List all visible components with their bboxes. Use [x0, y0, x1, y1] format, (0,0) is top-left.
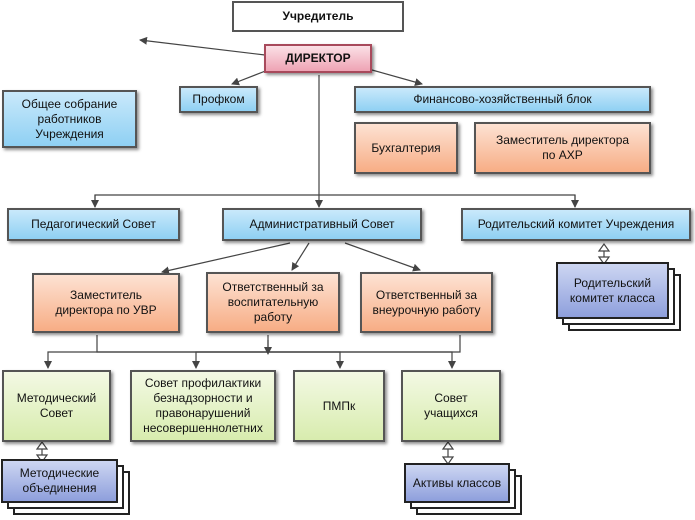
accounting-box: Бухгалтерия — [354, 122, 458, 174]
edge-director-general-meeting — [139, 36, 266, 56]
edge-deputies-bracket — [96, 335, 461, 353]
class-activists-stack: Активы классов — [404, 463, 526, 518]
pmpk-label: ПМПк — [322, 398, 356, 413]
prevention-council-box: Совет профилактики безнадзорности и прав… — [130, 370, 276, 442]
methodical-council-box: Методический Совет — [2, 370, 111, 442]
edge-methodical-assoc-head-bottom — [35, 454, 49, 464]
finance-block-box: Финансово-хозяйственный блок — [354, 86, 651, 113]
pmpk-box: ПМПк — [293, 370, 385, 442]
parent-committee-label: Родительский комитет Учреждения — [477, 217, 675, 231]
edge-to-methodical — [44, 351, 268, 369]
accounting-label: Бухгалтерия — [371, 140, 441, 155]
responsible-extracurricular-box: Ответственный за внеурочную работу — [360, 272, 493, 333]
methodical-associations-label: Методические объединения — [19, 466, 100, 495]
class-parent-committee-box: Родительский комитет класса — [556, 262, 669, 319]
director-box: ДИРЕКТОР — [264, 44, 372, 73]
edge-to-prevention — [192, 351, 268, 369]
student-council-label: Совет учащихся — [424, 391, 478, 420]
general-meeting-box: Общее собрание работников Учреждения — [2, 90, 137, 148]
edge-parent-class-head-top — [597, 242, 611, 252]
pedagogical-council-label: Педагогический Совет — [31, 217, 156, 231]
pedagogical-council-box: Педагогический Совет — [7, 208, 180, 241]
deputy-uvr-box: Заместитель директора по УВР — [32, 273, 180, 333]
edge-council-branch — [94, 194, 576, 207]
founder-label: Учредитель — [282, 9, 354, 23]
trade-union-label: Профком — [192, 92, 245, 106]
edge-student-activists-head-bottom — [441, 456, 455, 466]
finance-block-label: Финансово-хозяйственный блок — [413, 92, 592, 106]
parent-committee-box: Родительский комитет Учреждения — [461, 208, 691, 241]
edge-admin-education — [291, 242, 310, 271]
administrative-council-label: Административный Совет — [249, 217, 395, 231]
edge-director-finance — [371, 69, 423, 86]
prevention-council-label: Совет профилактики безнадзорности и прав… — [143, 376, 263, 435]
student-council-box: Совет учащихся — [401, 370, 501, 442]
edge-methodical-assoc-head-top — [35, 440, 49, 450]
responsible-extracurricular-label: Ответственный за внеурочную работу — [372, 287, 481, 317]
methodical-council-label: Методический Совет — [16, 391, 97, 420]
administrative-council-box: Административный Совет — [222, 208, 422, 241]
deputy-ahr-box: Заместитель директора по АХР — [474, 122, 651, 174]
methodical-associations-box: Методические объединения — [1, 459, 118, 503]
class-activists-label: Активы классов — [412, 475, 502, 490]
class-parent-committee-stack: Родительский комитет класса — [556, 262, 686, 332]
responsible-education-box: Ответственный за воспитательную работу — [206, 272, 340, 333]
trade-union-box: Профком — [179, 86, 258, 113]
edge-director-trade-union — [231, 69, 269, 86]
edge-to-student — [268, 351, 456, 369]
founder-box: Учредитель — [232, 1, 404, 32]
class-activists-box: Активы классов — [404, 463, 510, 503]
methodical-associations-stack: Методические объединения — [1, 459, 133, 518]
edge-student-activists-head-top — [441, 440, 455, 450]
edge-parent-class-head-bottom — [597, 256, 611, 266]
class-parent-committee-label: Родительский комитет класса — [569, 275, 656, 305]
general-meeting-label: Общее собрание работников Учреждения — [21, 96, 118, 141]
responsible-education-label: Ответственный за воспитательную работу — [222, 280, 324, 324]
director-label: ДИРЕКТОР — [285, 51, 351, 65]
edge-admin-uvr — [161, 242, 291, 275]
edge-to-pmpk — [268, 351, 344, 369]
deputy-uvr-label: Заместитель директора по УВР — [55, 288, 157, 317]
edge-admin-extracurricular — [344, 242, 421, 272]
deputy-ahr-label: Заместитель директора по АХР — [495, 133, 630, 162]
